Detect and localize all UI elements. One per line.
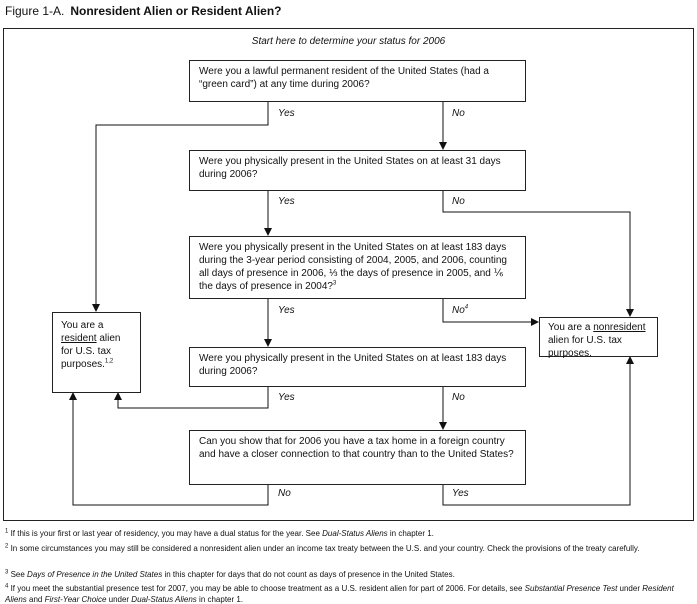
q5-no-connector <box>69 392 269 506</box>
q3-no-connector <box>442 298 539 326</box>
result-text: alien for U.S. tax purposes. <box>548 335 622 359</box>
footnote-ref: 4 <box>464 304 469 311</box>
footnote-ref: 3 <box>332 280 337 287</box>
title-text: Nonresident Alien or Resident Alien? <box>70 4 282 18</box>
q2-no-connector <box>442 190 634 317</box>
footnote-number: 4 <box>5 583 9 590</box>
nonresident-alien-result: You are a nonresident alien for U.S. tax… <box>539 317 658 359</box>
footnote-number: 1 <box>5 528 9 535</box>
footnote-number: 2 <box>5 543 9 550</box>
no-label-footnoted: No4 <box>452 305 468 316</box>
footnote-text: in chapter 1. <box>387 529 434 538</box>
yes-label: Yes <box>278 392 295 403</box>
footnote-text: in this chapter for days that do not cou… <box>162 570 455 579</box>
figure-label: Figure 1-A. <box>5 4 65 18</box>
resident-alien-result: You are a resident alien for U.S. tax pu… <box>52 312 141 393</box>
question-closer-connection: Can you show that for 2006 you have a ta… <box>189 430 526 485</box>
footnote-ref-title: First-Year Choice <box>44 595 107 604</box>
footnote-text: If you meet the substantial presence tes… <box>10 584 525 593</box>
footnote-1: 1 If this is your first or last year of … <box>5 528 693 539</box>
footnote-4: 4 If you meet the substantial presence t… <box>5 583 693 604</box>
footnote-text: in chapter 1. <box>196 595 244 604</box>
footnote-3: 3 See Days of Presence in the United Sta… <box>5 569 693 580</box>
footnote-text: and <box>26 595 45 604</box>
question-183-days-2006: Were you physically present in the Unite… <box>189 347 526 387</box>
q1-yes-connector <box>92 101 269 312</box>
yes-label: Yes <box>452 488 469 499</box>
question-31-days: Were you physically present in the Unite… <box>189 150 526 191</box>
result-text: You are a <box>61 320 104 331</box>
footnote-text: In some circumstances you may still be c… <box>10 544 640 553</box>
flowchart-frame <box>3 28 694 521</box>
resident-keyword: resident <box>61 333 97 344</box>
footnote-text: See <box>10 570 28 579</box>
start-instruction: Start here to determine your status for … <box>251 36 446 47</box>
q4-yes-connector <box>114 386 269 409</box>
yes-label: Yes <box>278 108 295 119</box>
yes-label: Yes <box>278 305 295 316</box>
result-text: alien for U.S. tax purposes. <box>61 333 121 370</box>
footnote-ref-title: Substantial Presence Test <box>524 584 618 593</box>
q5-yes-connector <box>442 356 634 506</box>
footnote-text: under <box>106 595 132 604</box>
footnote-text: under <box>617 584 643 593</box>
footnote-ref: 1,2 <box>104 358 114 365</box>
footnote-text: If this is your first or last year of re… <box>10 529 323 538</box>
question-183-days-3-year: Were you physically present in the Unite… <box>189 236 526 299</box>
footnote-number: 3 <box>5 569 9 576</box>
yes-label: Yes <box>278 196 295 207</box>
no-label: No <box>452 196 465 207</box>
footnote-ref-title: Dual-Status Aliens <box>131 595 197 604</box>
result-text: You are a <box>548 322 591 333</box>
footnote-ref-title: Resident Aliens <box>5 584 674 604</box>
no-label: No <box>278 488 291 499</box>
footnote-ref-title: Days of Presence in the United States <box>27 570 163 579</box>
figure-title: Figure 1-A. Nonresident Alien or Resident… <box>5 4 282 18</box>
no-text: No <box>452 305 465 316</box>
nonresident-keyword: nonresident <box>593 322 646 333</box>
footnote-ref-title: Dual-Status Aliens <box>322 529 388 538</box>
question-green-card: Were you a lawful permanent resident of … <box>189 60 526 102</box>
question-text: Were you physically present in the Unite… <box>199 242 507 292</box>
no-label: No <box>452 108 465 119</box>
footnote-2: 2 In some circumstances you may still be… <box>5 543 693 554</box>
no-label: No <box>452 392 465 403</box>
